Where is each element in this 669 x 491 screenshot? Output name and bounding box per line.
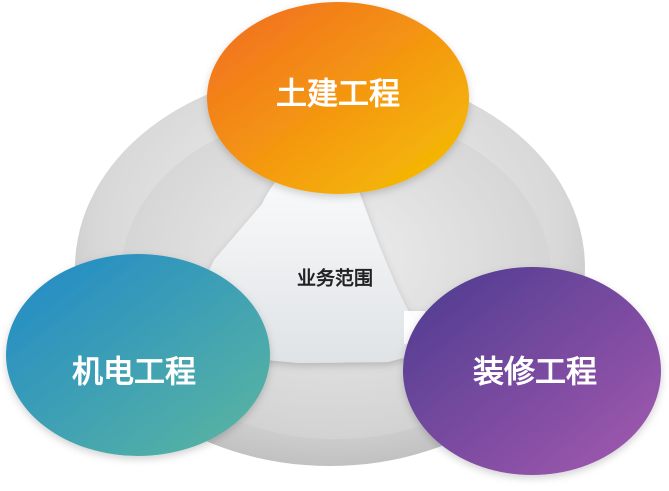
node-top: 土建工程	[207, 2, 469, 194]
node-right: 装修工程	[403, 267, 661, 475]
node-top-label: 土建工程	[276, 77, 400, 113]
node-left: 机电工程	[6, 254, 270, 456]
center-label: 业务范围	[297, 267, 373, 290]
center-label-group: 业务范围	[297, 267, 373, 290]
node-left-label: 机电工程	[72, 355, 196, 391]
node-right-label: 装修工程	[473, 355, 597, 391]
